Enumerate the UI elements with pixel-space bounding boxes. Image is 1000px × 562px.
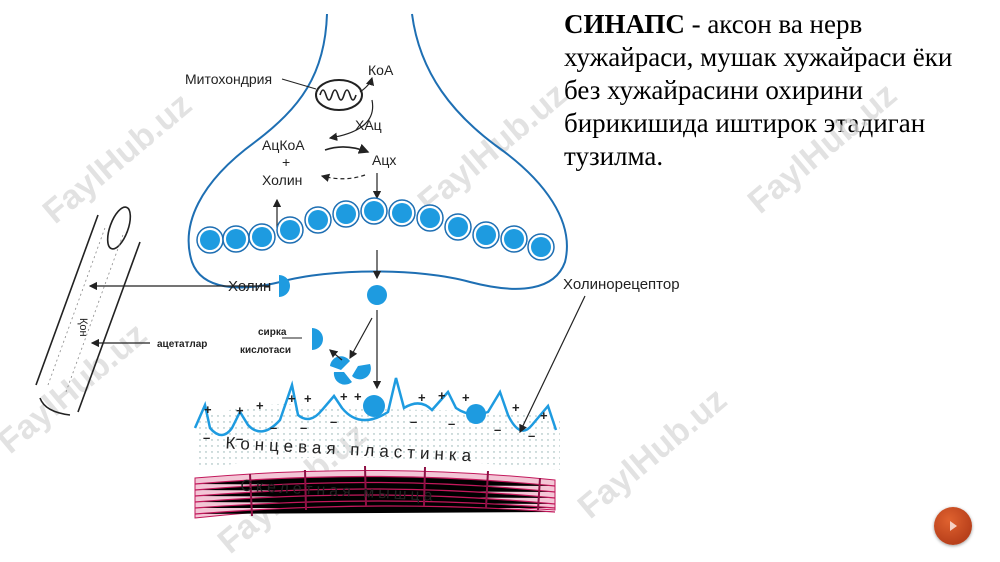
svg-text:+: + bbox=[236, 403, 244, 418]
svg-text:+: + bbox=[418, 390, 426, 405]
slide-title: СИНАПС bbox=[564, 9, 685, 39]
svg-text:+: + bbox=[462, 390, 470, 405]
recycle-arrow bbox=[320, 173, 366, 182]
bound-acetylcholine bbox=[363, 395, 385, 417]
watermark: FaylHub.uz bbox=[36, 85, 199, 231]
svg-text:–: – bbox=[410, 414, 417, 429]
slide-description: - аксон ва нерв хужайраси, мушак хужайра… bbox=[564, 9, 953, 171]
label-koa: КоА bbox=[368, 62, 394, 78]
svg-text:+: + bbox=[512, 400, 520, 415]
cycle-arrow bbox=[328, 99, 374, 141]
membrane-charges: + + + + + + + + + + + + – – – – – – – – – bbox=[203, 388, 548, 446]
label-atskoa: АцКоА bbox=[262, 137, 305, 153]
svg-text:–: – bbox=[300, 420, 307, 435]
postsynaptic-membrane bbox=[193, 377, 558, 437]
receptor-pointer bbox=[519, 295, 586, 434]
svg-text:+: + bbox=[204, 402, 212, 417]
label-atsh: Ацх bbox=[372, 152, 396, 168]
svg-text:–: – bbox=[270, 420, 277, 435]
split-fragment bbox=[330, 356, 350, 370]
hydrolysis-arrow bbox=[349, 317, 373, 360]
acetylcholine-molecule bbox=[367, 285, 387, 305]
label-cholin-top: Холин bbox=[262, 172, 302, 188]
label-acetates: ацетатлар bbox=[157, 339, 207, 350]
svg-text:+: + bbox=[288, 391, 296, 406]
svg-text:+: + bbox=[540, 408, 548, 423]
label-acid-1: сирка bbox=[258, 327, 287, 338]
watermark: FaylHub.uz bbox=[411, 75, 574, 221]
vesicle-row bbox=[196, 197, 555, 261]
play-triangle-icon bbox=[950, 521, 957, 531]
label-receptor: Холинорецептор bbox=[563, 276, 680, 293]
mito-pointer bbox=[281, 78, 317, 90]
blood-vessel bbox=[35, 206, 141, 416]
svg-text:–: – bbox=[494, 422, 501, 437]
koa-arrow bbox=[359, 76, 375, 93]
svg-text:+: + bbox=[354, 389, 362, 404]
svg-text:–: – bbox=[448, 416, 455, 431]
svg-text:–: – bbox=[330, 414, 337, 429]
label-cholin-side: Холин bbox=[228, 278, 271, 295]
watermark: FaylHub.uz bbox=[0, 315, 154, 461]
watermark: FaylHub.uz bbox=[571, 380, 734, 526]
label-plus: + bbox=[282, 154, 290, 170]
mitochondrion bbox=[315, 79, 363, 111]
svg-text:+: + bbox=[256, 398, 264, 413]
acid-arrow bbox=[329, 349, 343, 361]
svg-text:–: – bbox=[236, 431, 243, 446]
svg-text:+: + bbox=[304, 391, 312, 406]
label-acid-2: кислотаси bbox=[240, 345, 291, 356]
synthesis-arrow bbox=[324, 143, 370, 154]
slide-text: СИНАПС - аксон ва нерв хужайраси, мушак … bbox=[564, 8, 984, 173]
split-fragment bbox=[333, 372, 352, 385]
svg-text:+: + bbox=[340, 389, 348, 404]
label-blood-vessel: Қон bbox=[77, 318, 89, 337]
acetate-fragment bbox=[312, 328, 323, 350]
label-hats: ХАц bbox=[355, 117, 382, 133]
choline-fragment bbox=[279, 275, 290, 297]
skeletal-muscle bbox=[194, 465, 556, 519]
next-slide-button[interactable] bbox=[934, 507, 972, 545]
watermark: FaylHub.uz bbox=[741, 75, 904, 221]
bound-acetylcholine bbox=[466, 404, 486, 424]
svg-text:–: – bbox=[203, 430, 210, 445]
label-mitochondria: Митохондрия bbox=[185, 71, 272, 87]
svg-text:+: + bbox=[438, 388, 446, 403]
svg-text:–: – bbox=[528, 428, 535, 443]
split-fragment bbox=[352, 364, 371, 380]
